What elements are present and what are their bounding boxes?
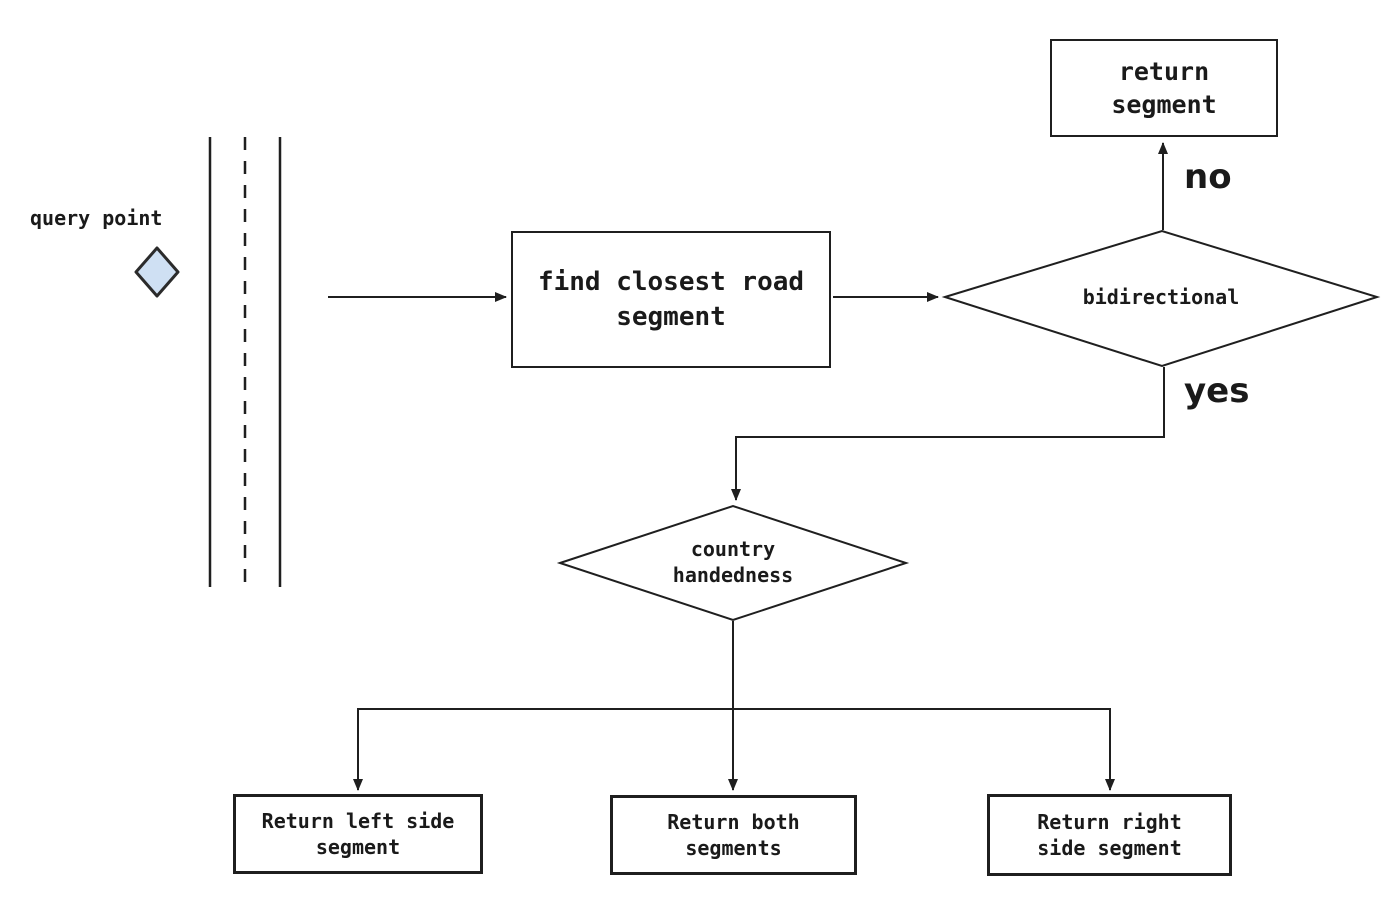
node-country-handedness-label: country handedness: [672, 537, 794, 587]
node-find-label: find closest road segment: [537, 267, 805, 332]
query-point-diamond-icon: [134, 246, 180, 298]
bidirectional-diamond-shape: [941, 229, 1381, 368]
node-return-segment-label: return segment: [1111, 57, 1217, 119]
node-return-segment: return segment: [1050, 39, 1278, 137]
node-return-right-side-segment: Return right side segment: [987, 794, 1232, 876]
edge-label-no: no: [1184, 157, 1232, 197]
edge-yes-to-country: [731, 367, 1165, 501]
edge-label-yes: yes: [1184, 371, 1250, 411]
node-bidirectional-label: bidirectional: [1082, 285, 1240, 309]
node-return-both-segments: Return both segments: [610, 795, 857, 875]
query-point-label: query point: [30, 206, 163, 230]
node-return-right-label: Return right side segment: [1037, 809, 1182, 860]
node-return-left-label: Return left side segment: [261, 808, 455, 859]
node-return-left-side-segment: Return left side segment: [233, 794, 483, 874]
node-find-closest-road-segment: find closest road segment: [511, 231, 831, 368]
node-return-both-label: Return both segments: [667, 809, 800, 860]
country-handedness-diamond-shape: [556, 504, 910, 622]
